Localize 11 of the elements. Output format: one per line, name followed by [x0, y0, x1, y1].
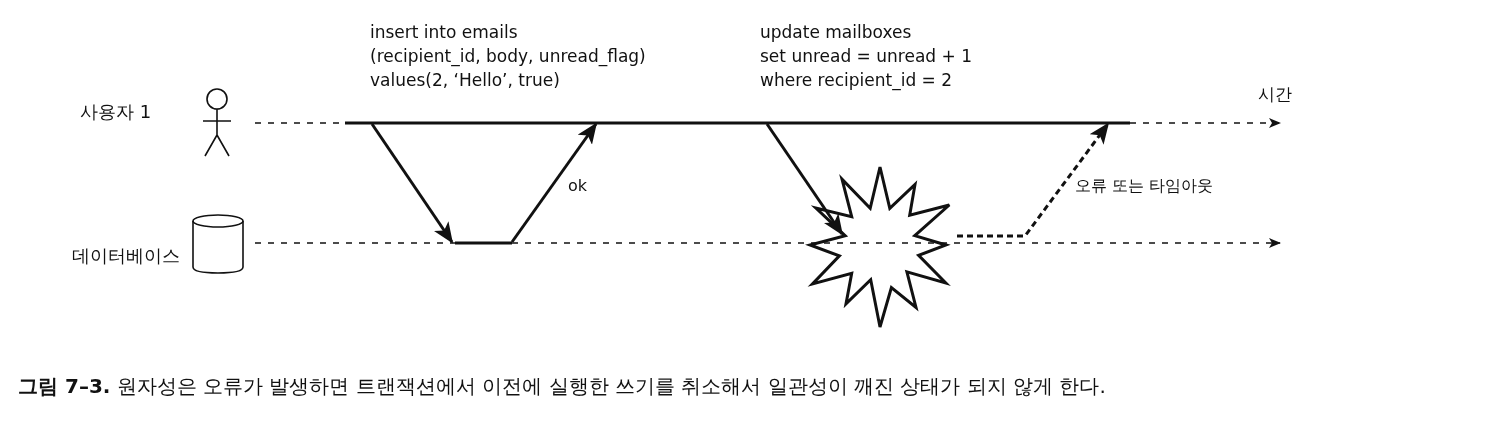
arrow [370, 123, 454, 244]
sql-statement: update mailboxes set unread = unread + 1 where recipient_id = 2 [760, 21, 972, 92]
sql-statement: insert into emails (recipient_id, body, unread_flag) values(2, ‘Hello’, true) [370, 21, 646, 92]
arrow [510, 122, 598, 243]
lifeline-label: 데이터베이스 [72, 244, 180, 267]
axis-label: 시간 [1258, 83, 1292, 106]
figure-caption: 그림 7–3. 원자성은 오류가 발생하면 트랜잭션에서 이전에 실행한 쓰기를 취소해서 일관성이 깨진 상태가 되지 않게 한다. [18, 373, 1106, 400]
explosion-burst [805, 165, 951, 329]
arrow [765, 123, 844, 236]
arrow [957, 122, 1110, 238]
lifeline-label: 사용자 1 [80, 100, 152, 123]
